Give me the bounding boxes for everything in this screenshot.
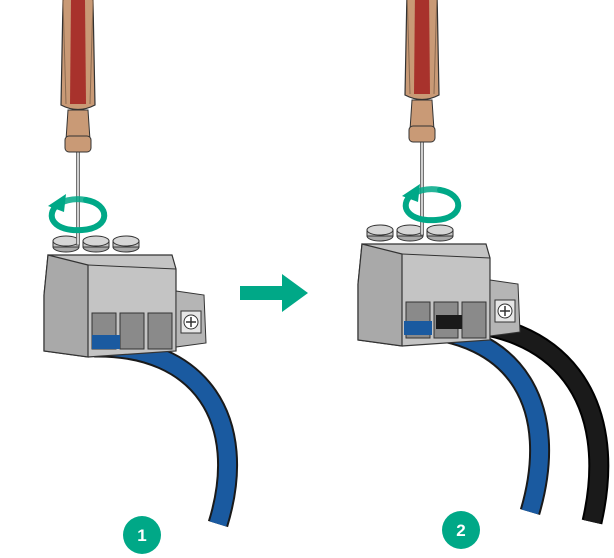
screwdriver-icon <box>60 0 96 246</box>
terminal-block-icon <box>43 235 207 358</box>
rotate-arrow-icon <box>402 184 458 220</box>
step-badge-1: 1 <box>123 516 161 554</box>
blue-wire-icon <box>93 336 238 528</box>
step-badge-2: 2 <box>442 511 480 549</box>
step-number-1: 1 <box>137 526 146 545</box>
step-number-2: 2 <box>456 521 465 540</box>
right-arrow-icon <box>240 274 308 312</box>
step-2-assembly <box>357 0 610 525</box>
black-wire-icon <box>439 311 610 525</box>
blue-wire-icon <box>405 317 551 515</box>
step-1-assembly <box>43 0 238 528</box>
